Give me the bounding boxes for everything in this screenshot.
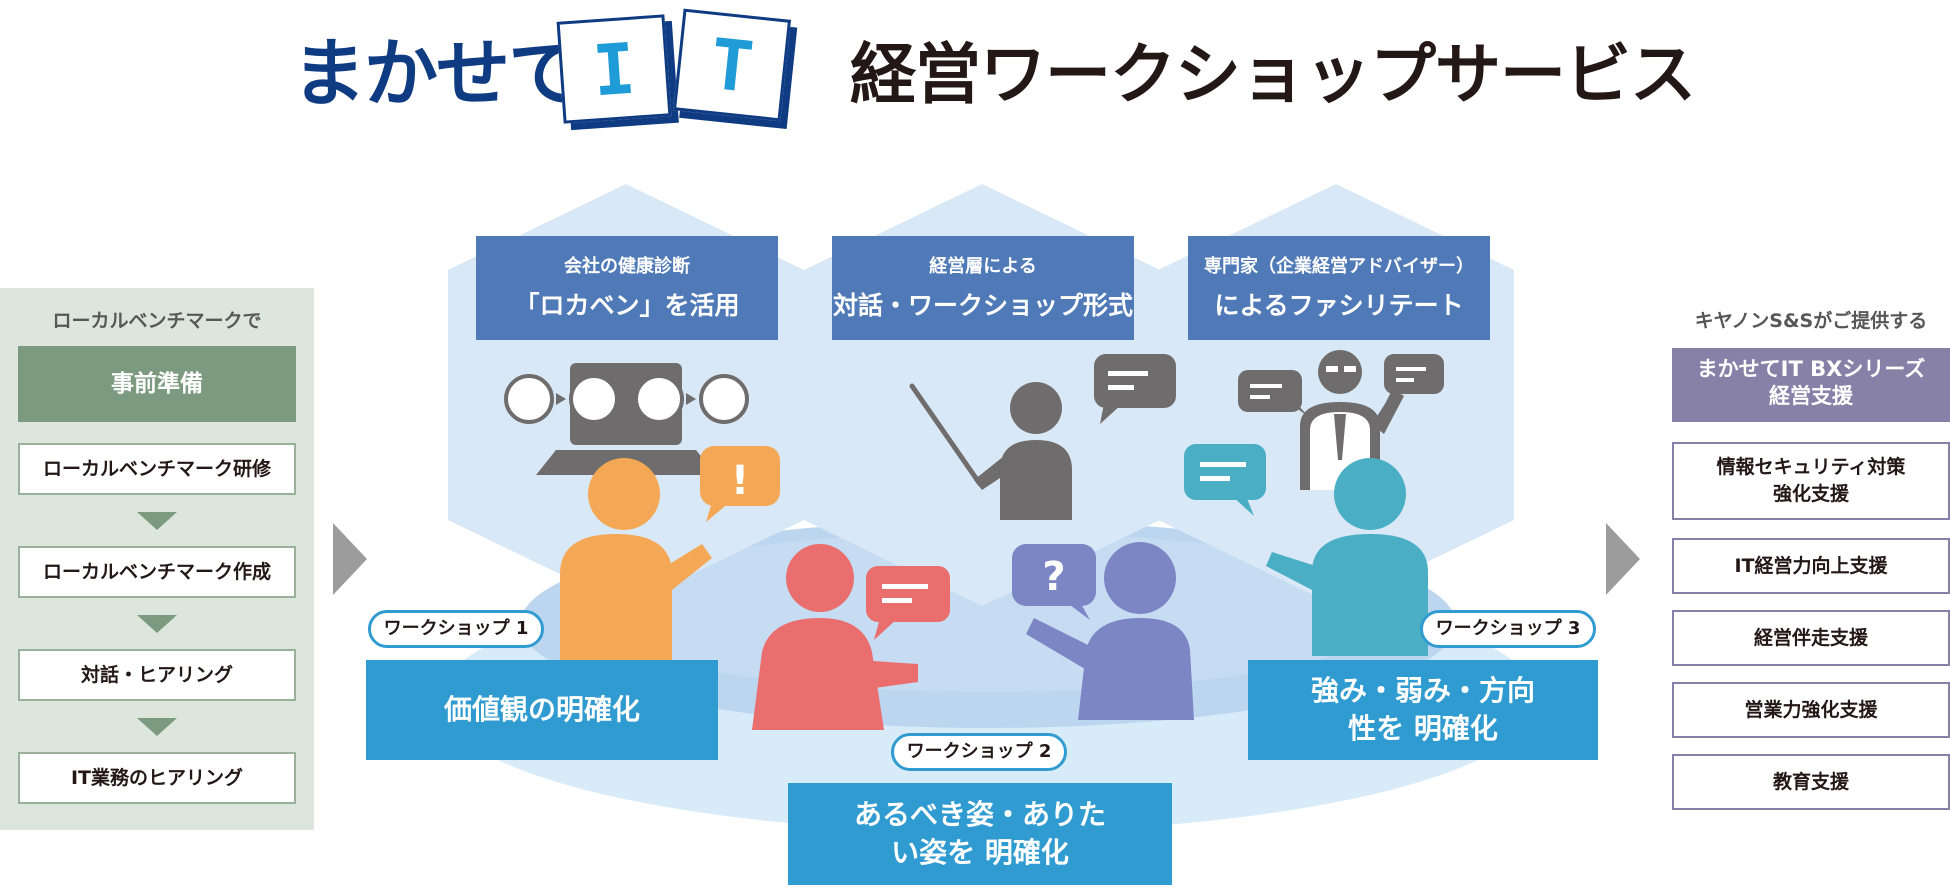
flow-arrow-small-icon xyxy=(556,393,566,405)
step-arrow-icon xyxy=(137,718,177,736)
preparation-header: 事前準備 xyxy=(18,346,296,422)
feature-sub: 経営層による xyxy=(929,256,1037,277)
presenter-person-icon xyxy=(974,382,1072,520)
speech-bubble-purple-icon: ? xyxy=(1012,544,1096,620)
speech-bubble-red-icon xyxy=(866,566,950,640)
flow-circle-icon xyxy=(504,374,554,424)
speech-bubble-gray-icon xyxy=(1238,370,1308,416)
preparation-step: 対話・ヒアリング xyxy=(18,649,296,701)
support-header-series: まかせてIT BXシリーズ xyxy=(1696,357,1926,381)
support-item: 経営伴走支援 xyxy=(1672,610,1950,666)
flow-circle-icon xyxy=(699,374,749,424)
workshop-3-title: 強み・弱み・方向性を 明確化 xyxy=(1248,660,1598,760)
support-header: まかせてIT BXシリーズ 経営支援 xyxy=(1672,348,1950,422)
support-item: IT経営力向上支援 xyxy=(1672,538,1950,594)
person-orange-icon xyxy=(560,458,712,660)
preparation-caption: ローカルベンチマークで xyxy=(52,310,262,332)
feature-main: 「ロカベン」を活用 xyxy=(514,291,740,320)
support-caption: キヤノンS&Sがご提供する xyxy=(1694,310,1928,332)
speech-bubble-teal-icon xyxy=(1184,444,1266,516)
feature-main: によるファシリテート xyxy=(1214,291,1464,320)
speech-bubble-gray-icon xyxy=(1094,354,1176,424)
feature-box-dialogue: 経営層による 対話・ワークショップ形式 xyxy=(832,236,1134,340)
step-arrow-icon xyxy=(137,512,177,530)
question-icon: ? xyxy=(1042,554,1065,600)
brand-name: まかせて xyxy=(292,31,582,117)
flow-arrow-icon xyxy=(1606,523,1640,595)
speech-bubble-gray-icon xyxy=(1384,354,1444,406)
preparation-step: IT業務のヒアリング xyxy=(18,752,296,804)
feature-box-locaben: 会社の健康診断 「ロカベン」を活用 xyxy=(476,236,778,340)
service-title: 経営ワークショップサービス xyxy=(850,36,1696,113)
feature-box-facilitation: 専門家（企業経営アドバイザー） によるファシリテート xyxy=(1188,236,1490,340)
workshop-2-title: あるべき姿・ありたい姿を 明確化 xyxy=(788,783,1172,885)
flow-arrow-icon xyxy=(333,523,367,595)
support-header-title: 経営支援 xyxy=(1769,384,1853,409)
flow-circle-icon xyxy=(569,374,619,424)
flow-arrow-small-icon xyxy=(686,393,696,405)
preparation-step: ローカルベンチマーク作成 xyxy=(18,546,296,598)
support-item: 情報セキュリティ対策 強化支援 xyxy=(1672,442,1950,520)
step-arrow-icon xyxy=(137,615,177,633)
person-red-icon xyxy=(752,544,918,730)
pointer-stick-icon xyxy=(909,383,983,487)
workshop-1-badge: ワークショップ 1 xyxy=(368,610,544,648)
support-item: 営業力強化支援 xyxy=(1672,682,1950,738)
flow-circle-icon xyxy=(634,374,684,424)
speech-bubble-orange-icon: ! xyxy=(700,446,780,522)
feature-sub: 会社の健康診断 xyxy=(564,256,690,277)
preparation-panel: ローカルベンチマークで 事前準備 ローカルベンチマーク研修 ローカルベンチマーク… xyxy=(0,288,314,830)
feature-main: 対話・ワークショップ形式 xyxy=(832,291,1133,320)
feature-sub: 専門家（企業経営アドバイザー） xyxy=(1204,256,1474,277)
flow-arrow-small-icon xyxy=(621,393,631,405)
workshop-2-badge: ワークショップ 2 xyxy=(891,733,1067,771)
header: まかせて I T 経営ワークショップサービス xyxy=(0,0,1950,150)
support-item: 教育支援 xyxy=(1672,754,1950,810)
person-teal-icon xyxy=(1266,458,1428,656)
preparation-step: ローカルベンチマーク研修 xyxy=(18,443,296,495)
exclamation-icon: ! xyxy=(731,458,749,504)
person-purple-icon xyxy=(1026,542,1194,720)
workshop-1-title: 価値観の明確化 xyxy=(366,660,718,760)
workshop-3-badge: ワークショップ 3 xyxy=(1420,610,1596,648)
